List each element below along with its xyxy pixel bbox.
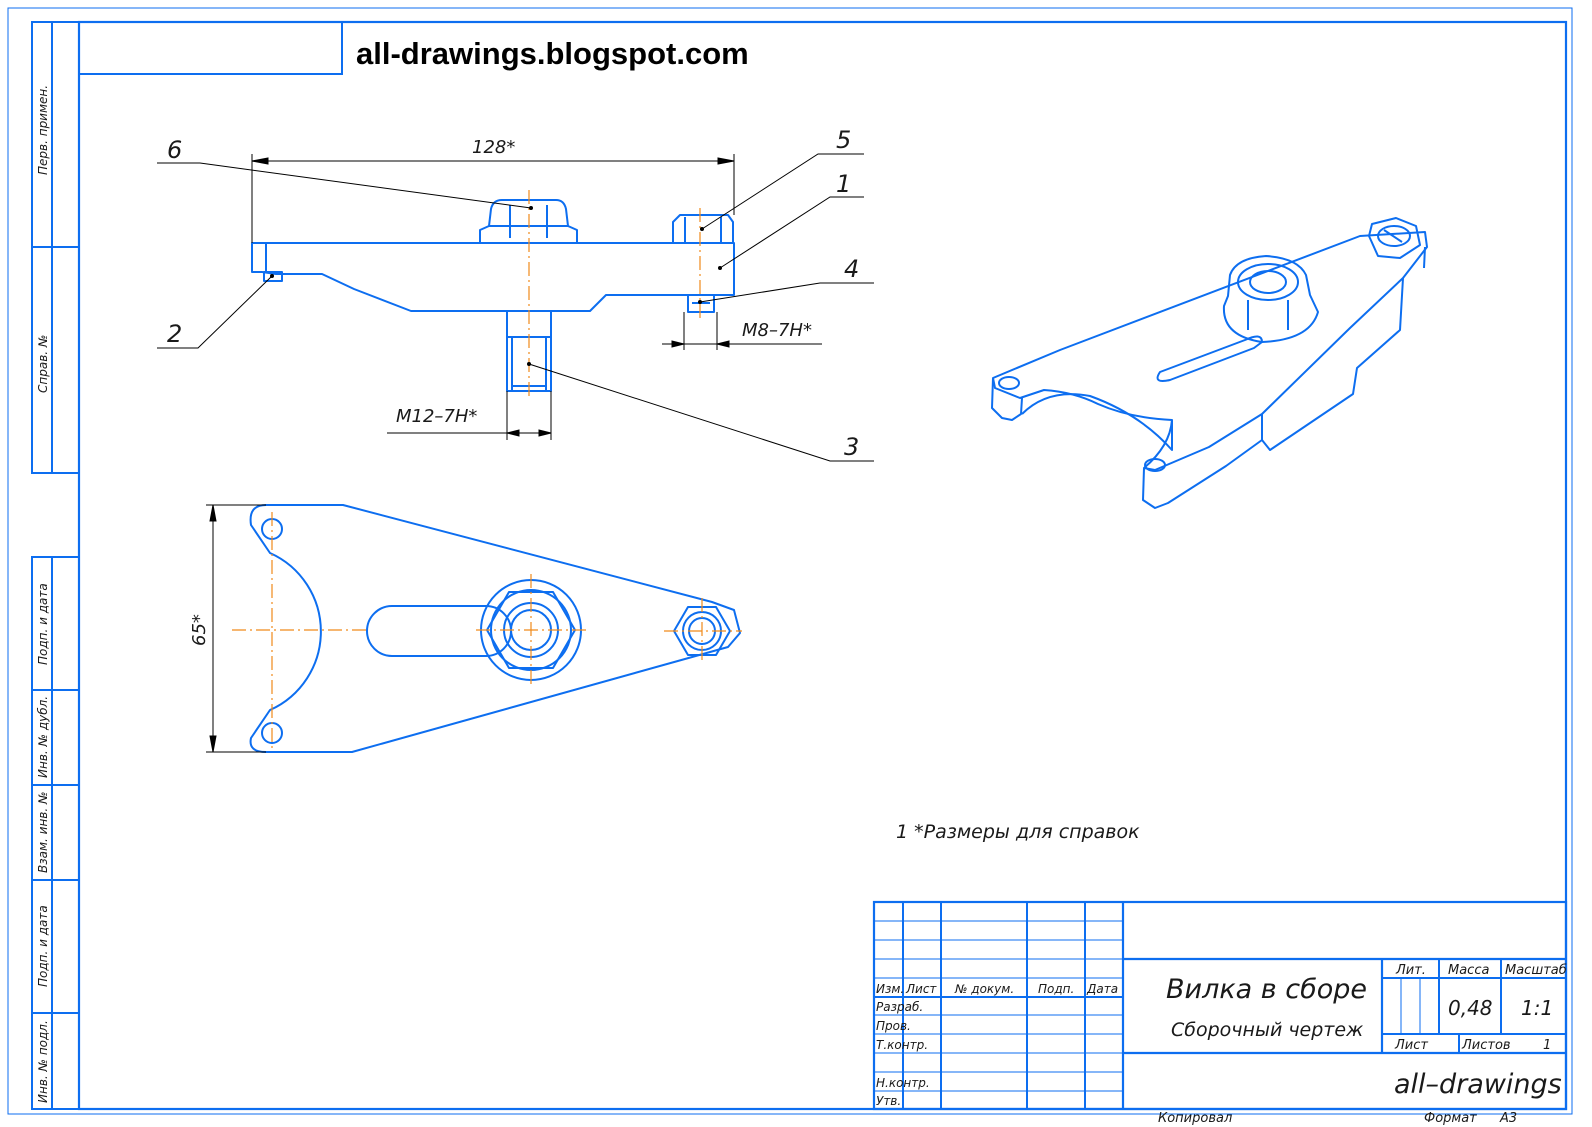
dim-height-label: 65* (189, 614, 210, 646)
listov-label: Листов (1461, 1038, 1511, 1053)
role-razrab: Разраб. (876, 1000, 923, 1014)
masshtab-label: Масштаб (1505, 963, 1567, 978)
fork-body-side (251, 242, 735, 312)
nut-5-side (672, 214, 734, 243)
hole-iso-left (998, 376, 1020, 390)
dim-length-128 (251, 154, 735, 243)
hdr-doc-no: № докум. (954, 982, 1014, 996)
organization: all–drawings (1394, 1069, 1562, 1100)
sheet-frame (7, 7, 1573, 1115)
massa-value: 0,48 (1448, 996, 1493, 1020)
role-utv: Утв. (876, 1094, 901, 1108)
role-nkontr: Н.контр. (876, 1076, 930, 1090)
lit-label: Лит. (1395, 963, 1426, 978)
isometric-view (991, 217, 1428, 509)
dim-height-65 (206, 504, 266, 753)
front-view (251, 199, 735, 392)
dim-thread-m12-label: M12–7H* (396, 406, 477, 427)
outer-border (7, 7, 1573, 1115)
stamp-vzam-inv: Взам. инв. № (36, 792, 50, 873)
slot-plan (366, 605, 512, 657)
callout-leaders (157, 153, 874, 462)
stamp-podp-data-2: Подп. и дата (36, 905, 50, 987)
title-block-text: Вилка в сборе Сборочный чертеж Изм. Лист… (876, 963, 1567, 1126)
title-block (872, 900, 1568, 1111)
massa-label: Масса (1448, 963, 1489, 978)
left-side-stamp-labels: Перв. примен. Справ. № Подп. и дата Инв.… (36, 85, 50, 1103)
dim-thread-m8-label: M8–7H* (742, 320, 812, 341)
stamp-sprav-no: Справ. № (36, 335, 50, 393)
listov-value: 1 (1543, 1038, 1551, 1053)
title-block-frame (872, 900, 1568, 1111)
hdr-podp: Подп. (1038, 982, 1074, 996)
fork-outline-plan (249, 504, 741, 753)
slot-iso (1156, 335, 1263, 382)
left-side-stamp (31, 21, 80, 1110)
fork-top-face-iso (992, 231, 1428, 471)
top-view (249, 504, 741, 753)
list-label: Лист (1394, 1038, 1428, 1053)
stamp-podp-data-1: Подп. и дата (36, 583, 50, 665)
top-view-axes (232, 512, 742, 748)
dim-length-label: 128* (472, 137, 515, 158)
callout-1: 1 (836, 170, 851, 198)
callout-6: 6 (167, 136, 182, 164)
stamp-inv-podl: Инв. № подл. (36, 1020, 50, 1103)
hdr-list: Лист (905, 982, 937, 996)
site-watermark: all-drawings.blogspot.com (356, 36, 749, 71)
stamp-inv-dubl: Инв. № дубл. (36, 696, 50, 778)
role-tkontr: Т.контр. (876, 1038, 928, 1052)
format-label: Формат (1424, 1111, 1477, 1126)
drawing-title: Вилка в сборе (1166, 974, 1367, 1005)
stamp-perv-primen: Перв. примен. (36, 85, 50, 175)
stud-4-side (687, 294, 715, 313)
role-prov: Пров. (876, 1019, 911, 1033)
format-value: A3 (1499, 1111, 1517, 1126)
callout-numbers: 6 5 1 4 2 3 (167, 126, 859, 461)
dim-thread-m12 (387, 391, 552, 440)
callout-5: 5 (836, 126, 851, 154)
callout-dots (270, 206, 722, 366)
callout-3: 3 (844, 433, 859, 461)
top-left-stamp (79, 22, 343, 75)
hole-iso-right (1144, 458, 1166, 472)
note-reference-dims: 1 *Размеры для справок (896, 821, 1140, 843)
nut-5-iso (1368, 217, 1421, 259)
dim-thread-m8 (662, 312, 822, 350)
inner-border (77, 20, 1568, 1111)
callout-2: 2 (167, 320, 182, 348)
callout-4: 4 (844, 255, 859, 283)
drawing-subtitle: Сборочный чертеж (1171, 1019, 1363, 1041)
kopiroval-label: Копировал (1158, 1111, 1232, 1126)
screw-2-side (263, 271, 283, 282)
hdr-izm: Изм. (876, 982, 904, 996)
masshtab-value: 1:1 (1521, 996, 1553, 1020)
nut-6-iso (1222, 255, 1319, 343)
hdr-data: Дата (1086, 982, 1118, 996)
